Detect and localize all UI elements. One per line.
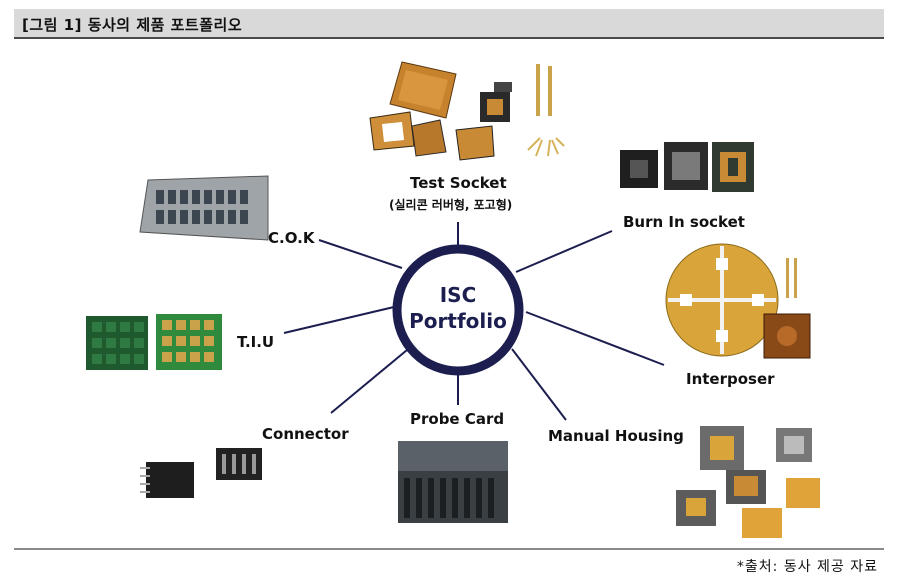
cok-image — [139, 175, 269, 241]
hub-line2: Portfolio — [409, 309, 507, 333]
connector-image — [140, 448, 262, 498]
spoke-connector — [330, 349, 408, 414]
spoke-tiu — [283, 306, 395, 334]
hub-line1: ISC — [440, 283, 477, 307]
portfolio-hub — [392, 244, 524, 376]
test-socket-image — [369, 61, 565, 161]
label-test-socket-sub: (실리콘 러버형, 포고형) — [389, 198, 513, 212]
interposer-image — [665, 243, 811, 359]
footer-rule — [14, 548, 884, 550]
manual-housing-image — [676, 426, 820, 538]
probe-card-image — [398, 441, 508, 523]
spoke-burn-in — [515, 230, 613, 273]
figure-title: [그림 1] 동사의 제품 포트폴리오 — [22, 16, 243, 34]
spoke-cok — [318, 239, 403, 269]
label-tiu: T.I.U — [237, 333, 275, 351]
label-cok: C.O.K — [268, 229, 315, 247]
label-interposer: Interposer — [686, 370, 775, 388]
tiu-image — [86, 314, 222, 370]
label-manual-housing: Manual Housing — [548, 427, 684, 445]
label-burn-in-socket: Burn In socket — [623, 213, 745, 231]
label-connector: Connector — [262, 425, 349, 443]
spoke-interposer — [525, 311, 665, 366]
source-note: *출처: 동사 제공 자료 — [736, 559, 878, 575]
label-test-socket: Test Socket — [410, 174, 507, 192]
figure-header: [그림 1] 동사의 제품 포트폴리오 — [14, 9, 884, 39]
spoke-manual-housing — [511, 348, 567, 421]
label-probe-card: Probe Card — [410, 410, 505, 428]
spokes — [283, 222, 665, 421]
burn-in-socket-image — [620, 142, 754, 192]
